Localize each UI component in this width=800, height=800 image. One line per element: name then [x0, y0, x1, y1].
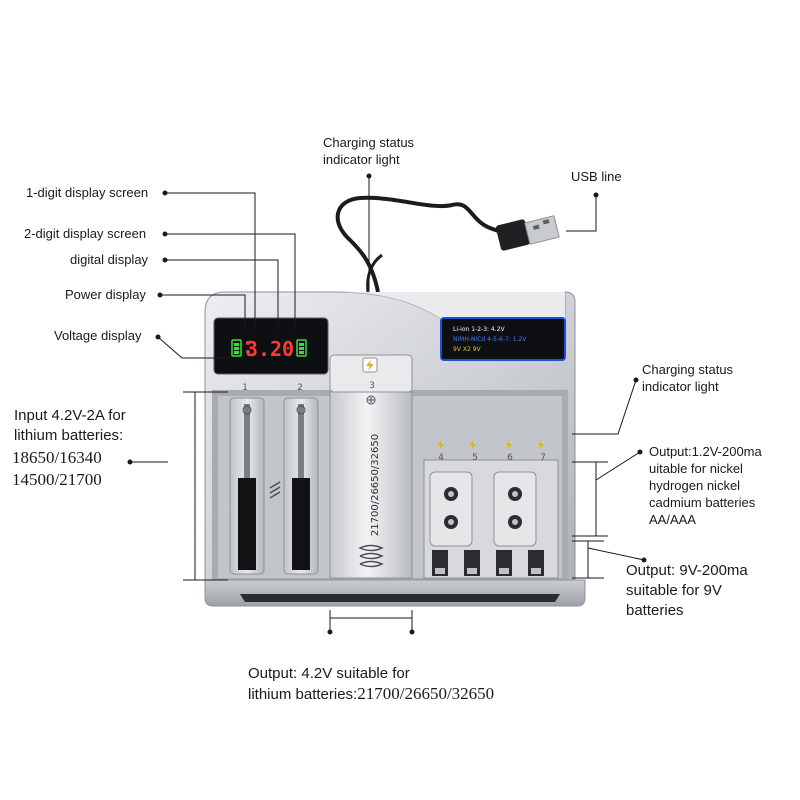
label-line: Charging status [642, 362, 734, 377]
label-line: Output: 9V-200ma [626, 562, 748, 579]
info-line-1: Li-ion 1-2-3: 4.2V [453, 326, 505, 333]
input-sizes-label: 18650/16340 14500/21700 [12, 447, 102, 491]
label-line: Output:1.2V-200ma [649, 444, 762, 459]
label-line: uitable for nickel [649, 461, 743, 476]
slot-number: 4 [438, 453, 444, 463]
one-digit-label: 1-digit display screen [26, 185, 149, 200]
usb-cable [335, 195, 560, 293]
label-line: AA/AAA [649, 512, 696, 527]
slot-number: 5 [472, 453, 478, 463]
lithium-slot-large: 21700/26650/32650 [329, 354, 413, 579]
big-slot-text: 21700/26650/32650 [370, 434, 381, 536]
info-line-2: NiMH-NiCd 4-5-6-7: 1.2V [453, 336, 527, 343]
slot-number: 2 [297, 383, 303, 393]
charging-status-top-label: Charging status indicator light [323, 134, 414, 168]
charger-base [204, 579, 586, 607]
charging-status-right-label: Charging status indicator light [642, 361, 733, 395]
output-nimh-label: Output:1.2V-200ma uitable for nickel hyd… [649, 443, 762, 528]
lithium-sizes-text: 21700/26650/32650 [357, 684, 495, 703]
label-line: indicator light [642, 379, 719, 394]
label-line: batteries [626, 602, 684, 619]
label-line: 18650/16340 [12, 448, 102, 467]
label-line: 14500/21700 [12, 470, 102, 489]
info-line-3: 9V X2 9V [453, 346, 481, 353]
slot-number: 1 [242, 383, 248, 393]
label-line: indicator light [323, 152, 400, 167]
label-line: Output: 4.2V suitable for [248, 665, 410, 682]
screen-digits: 3.20 [246, 337, 294, 361]
slot-number: 6 [507, 453, 513, 463]
output-lithium-label: Output: 4.2V suitable for lithium batter… [248, 664, 494, 705]
leader-lines [127, 173, 647, 635]
digital-display-label: digital display [70, 252, 149, 267]
label-line: lithium batteries: [14, 427, 124, 444]
info-panel: Li-ion 1-2-3: 4.2V NiMH-NiCd 4-5-6-7: 1.… [440, 317, 566, 361]
lithium-slots-small [229, 397, 319, 575]
nimh-slots [423, 440, 559, 579]
label-line: suitable for 9V [626, 582, 722, 599]
output-9v-label: Output: 9V-200ma suitable for 9V batteri… [626, 561, 748, 621]
label-line: cadmium batteries [649, 495, 756, 510]
label-line: hydrogen nickel [649, 478, 741, 493]
voltage-display-label: Voltage display [54, 328, 142, 343]
input-spec-label: Input 4.2V-2A for lithium batteries: [14, 406, 126, 446]
slot-number: 3 [369, 381, 375, 391]
label-text: lithium batteries: [248, 686, 358, 703]
usb-line-label: USB line [571, 169, 622, 184]
power-display-label: Power display [65, 287, 146, 302]
label-line: Charging status [323, 135, 415, 150]
two-digit-label: 2-digit display screen [24, 226, 147, 241]
slot-numbers: 1 2 3 4 5 6 7 [242, 381, 546, 463]
label-line: lithium batteries:21700/26650/32650 [248, 684, 494, 705]
slot-number: 7 [540, 453, 546, 463]
lcd-screen: 3.20 [213, 317, 329, 375]
label-line: Input 4.2V-2A for [14, 407, 126, 424]
